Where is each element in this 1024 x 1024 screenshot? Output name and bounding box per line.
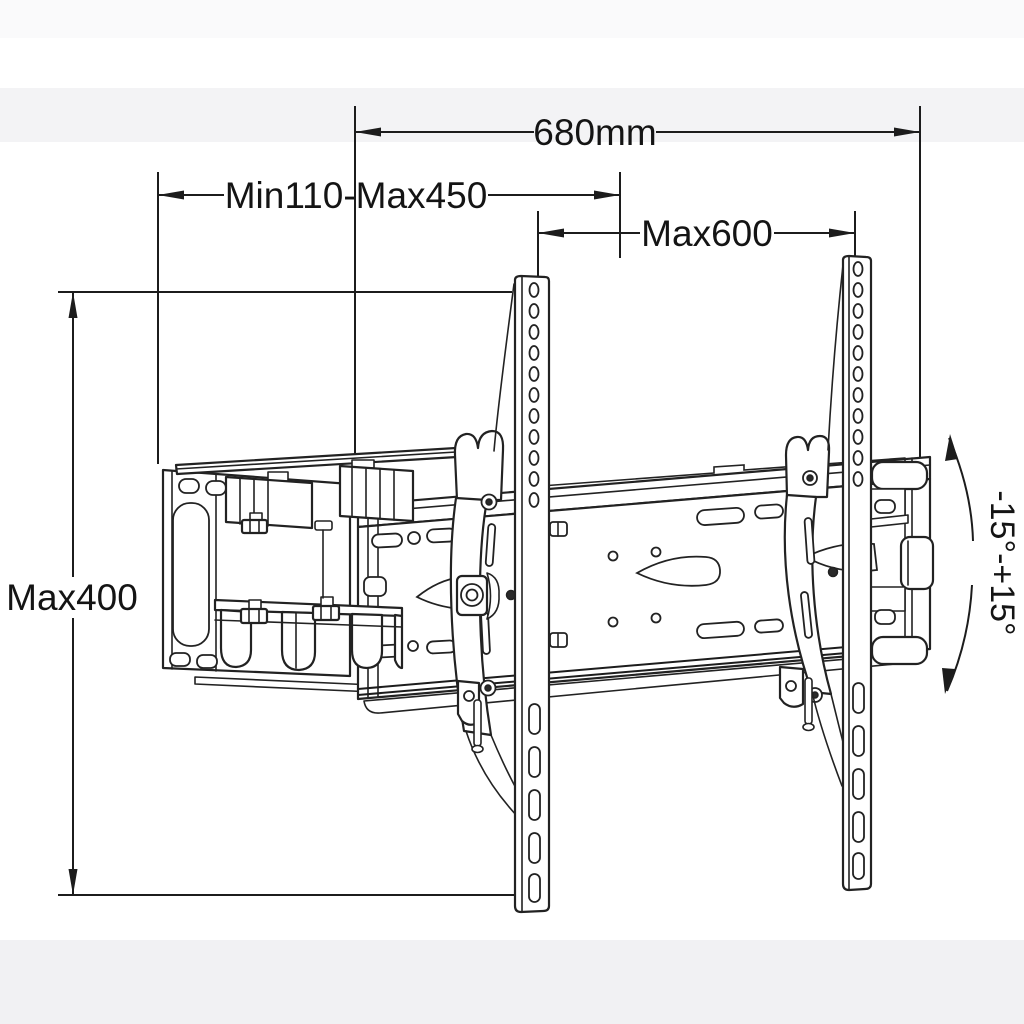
left-locking-clamp <box>456 679 484 754</box>
hinge-knuckle-left <box>224 475 314 530</box>
dimension-max-vesa-height: Max400 <box>6 291 521 896</box>
arrowhead-right-icon <box>829 228 855 238</box>
arrowhead-left-icon <box>355 127 381 137</box>
arrowhead-down-icon <box>68 869 78 895</box>
lower-arm <box>213 596 404 672</box>
hex-bolt <box>239 599 269 625</box>
bottom-lip <box>194 676 375 693</box>
arrowhead-up-icon <box>68 292 78 318</box>
rail-slot-column <box>528 703 541 903</box>
dimension-arm-extension: Min110-Max450 <box>157 172 621 464</box>
top-hook <box>870 460 929 491</box>
ratchet-top-lobes <box>784 434 831 499</box>
vesa-holes <box>607 546 662 628</box>
label-tilt-range: -15°-+15° <box>983 490 1021 635</box>
left-vesa-rail <box>493 274 551 914</box>
bottom-hook <box>870 635 929 666</box>
right-vesa-rail <box>827 254 873 892</box>
end-cap-tab <box>363 576 387 597</box>
arrowhead-left-icon <box>158 190 184 200</box>
arm-channel <box>350 612 384 670</box>
label-total-width: 680mm <box>533 112 656 153</box>
vertical-adjustment-slot <box>172 502 210 647</box>
arm-channel <box>393 613 404 670</box>
locking-pin <box>473 699 482 747</box>
arrowhead-left-icon <box>538 228 564 238</box>
left-tilt-ratchet <box>449 429 526 819</box>
rail-slot-column <box>852 682 865 880</box>
locking-pin <box>804 677 813 725</box>
dimension-max-vesa-width: Max600 <box>537 211 856 276</box>
arrowhead-down-icon <box>942 668 955 694</box>
label-max-vesa-width: Max600 <box>641 213 773 254</box>
mounting-slot <box>178 478 200 494</box>
arm-channel <box>280 610 317 672</box>
label-max-vesa-height: Max400 <box>6 577 138 618</box>
arrowhead-right-icon <box>894 127 920 137</box>
label-arm-extension: Min110-Max450 <box>225 175 488 216</box>
hinge-knuckle-right <box>338 464 415 523</box>
arrowhead-up-icon <box>945 434 958 461</box>
hex-bolt <box>240 512 269 535</box>
rail-hole-column <box>528 282 540 508</box>
tension-knob <box>455 572 517 620</box>
mounting-slot <box>169 652 191 667</box>
rail-hole-column <box>852 261 864 487</box>
upper-arm <box>174 446 459 599</box>
bar-right-end <box>870 457 935 666</box>
release-rod <box>314 520 333 599</box>
hex-bolt <box>311 596 341 622</box>
mounting-slot <box>205 480 227 496</box>
ratchet-top-lobes <box>453 429 505 502</box>
right-locking-clamp <box>778 665 815 732</box>
dimension-total-width: 680mm <box>354 106 921 465</box>
tilt-annotation: -15°-+15° <box>942 434 1021 694</box>
arm-channel <box>219 608 253 669</box>
arrowhead-right-icon <box>594 190 620 200</box>
mounting-slot <box>196 654 218 669</box>
end-block <box>899 535 935 591</box>
